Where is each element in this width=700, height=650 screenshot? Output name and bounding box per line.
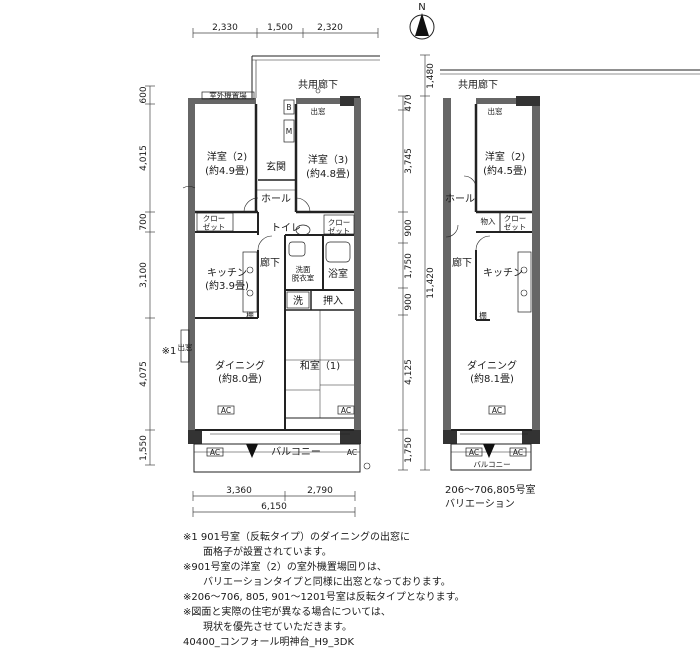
variation-ac-label-2: AC	[469, 448, 479, 457]
washer-label: 洗	[293, 295, 303, 307]
variation-ac-label-1: AC	[492, 406, 502, 415]
floor-plan: N	[139, 2, 700, 517]
western-room-2-name: 洋室（2)	[207, 150, 247, 163]
dim-left-3: 700	[139, 213, 149, 230]
variation-western-room-2-size: (約4.5畳)	[483, 164, 527, 177]
dim-right-2: 3,745	[404, 148, 414, 174]
side-bay-label: 出窓	[178, 342, 193, 352]
dim-top-2: 1,500	[267, 23, 293, 33]
dim-left-5: 4,075	[139, 361, 149, 387]
compass: N	[409, 2, 435, 40]
bathroom-label: 浴室	[328, 267, 348, 280]
bay-window-label: 出窓	[311, 106, 326, 116]
corridor-label: 廊下	[260, 256, 280, 269]
dim-outer-2: 11,420	[426, 267, 436, 299]
dim-left-1: 600	[139, 86, 149, 103]
japanese-room-label: 和室（1)	[300, 359, 340, 372]
kitchen-size: (約3.9畳)	[205, 279, 249, 292]
dim-left-2: 4,015	[139, 145, 149, 171]
washroom-label: 洗面脱衣室	[292, 264, 315, 282]
variation-dining-size: (約8.1畳)	[470, 372, 514, 385]
dim-right-3: 900	[404, 219, 414, 236]
oshiire-label: 押入	[323, 294, 343, 307]
western-room-3-size: (約4.8畳)	[306, 167, 350, 180]
variation-shelf-label: 棚	[479, 310, 487, 320]
kitchen-name: キッチン	[207, 267, 247, 279]
variation-hall-label: ホール	[445, 193, 475, 205]
note-mark-label: ※1	[162, 346, 177, 357]
variation-ac-label-3: AC	[513, 448, 523, 457]
note-line: ※図面と実際の住宅が異なる場合については、	[183, 607, 391, 618]
dining-size: (約8.0畳)	[218, 372, 262, 385]
ac-label-1: AC	[221, 406, 231, 415]
m-label: M	[286, 127, 292, 136]
dim-left-4: 3,100	[139, 262, 149, 288]
shared-corridor-label: 共用廊下	[298, 78, 338, 91]
notes-block: ※1 901号室（反転タイプ）のダイニングの出窓に 面格子が設置されています。 …	[183, 530, 683, 635]
main-plan	[180, 55, 380, 473]
dimension-lines	[145, 28, 430, 517]
balcony-label: バルコニー	[271, 446, 321, 458]
closet-label-right: クローゼット	[328, 218, 351, 235]
ac-label-2: AC	[341, 406, 351, 415]
closet-label-left: クローゼット	[203, 214, 226, 231]
western-room-2-size: (約4.9畳)	[205, 164, 249, 177]
dim-right-5: 900	[404, 293, 414, 310]
dim-right-6: 4,125	[404, 359, 414, 385]
dim-left-6: 1,550	[139, 435, 149, 461]
north-label: N	[418, 2, 425, 13]
dim-right-4: 1,750	[404, 253, 414, 279]
variation-balcony-arrow-icon	[483, 444, 495, 458]
ac-label-3: AC	[210, 448, 220, 457]
dim-outer-1: 1,480	[426, 63, 436, 89]
variation-storage-label: 物入	[481, 216, 496, 226]
dim-right-1: 470	[404, 94, 414, 111]
shelf-label: 棚	[246, 310, 254, 320]
variation-balcony-label: バルコニー	[473, 460, 510, 469]
dim-top-3: 2,320	[317, 23, 343, 33]
toilet-label: トイレ	[271, 223, 301, 234]
variation-plan	[440, 69, 700, 471]
note-line: ※1 901号室（反転タイプ）のダイニングの出窓に	[183, 532, 411, 543]
b-label: B	[286, 103, 291, 112]
outdoor-unit-area-label: 室外機置場	[209, 90, 247, 100]
variation-caption-1: 206～706,805号室	[445, 483, 535, 496]
note-line: 現状を優先させていただきます。	[183, 622, 352, 633]
variation-kitchen-name: キッチン	[483, 267, 523, 279]
variation-caption-2: バリエーション	[445, 498, 515, 510]
entrance-label: 玄関	[266, 160, 286, 173]
dim-top-1: 2,330	[212, 23, 238, 33]
note-line: ※206～706, 805, 901～1201号室は反転タイプとなります。	[183, 592, 465, 603]
variation-dining-name: ダイニング	[467, 359, 517, 372]
hall-label: ホール	[261, 193, 291, 205]
dining-name: ダイニング	[215, 359, 265, 372]
note-line: ※901号室の洋室（2）の室外機置場回りは、	[183, 562, 387, 573]
variation-western-room-2-name: 洋室（2)	[485, 150, 525, 163]
western-room-3-name: 洋室（3)	[308, 153, 348, 166]
note-line: 面格子が設置されています。	[183, 547, 332, 558]
north-arrow-icon	[415, 13, 429, 36]
variation-corridor-label: 廊下	[452, 256, 472, 269]
dim-bottom-2: 2,790	[307, 486, 333, 496]
dim-bottom-total: 6,150	[261, 502, 287, 512]
footer-caption: 40400_コンフォール明神台_H9_3DK	[183, 637, 355, 648]
note-line: バリエーションタイプと同様に出窓となっております。	[183, 577, 451, 588]
variation-shared-corridor-label: 共用廊下	[458, 78, 498, 91]
dim-right-7: 1,750	[404, 437, 414, 463]
dim-bottom-1: 3,360	[226, 486, 252, 496]
ac-label-4: AC	[347, 448, 357, 457]
balcony-arrow-icon	[246, 444, 258, 458]
variation-closet-label: クローゼット	[504, 214, 527, 231]
variation-bay-window-label: 出窓	[488, 106, 503, 116]
